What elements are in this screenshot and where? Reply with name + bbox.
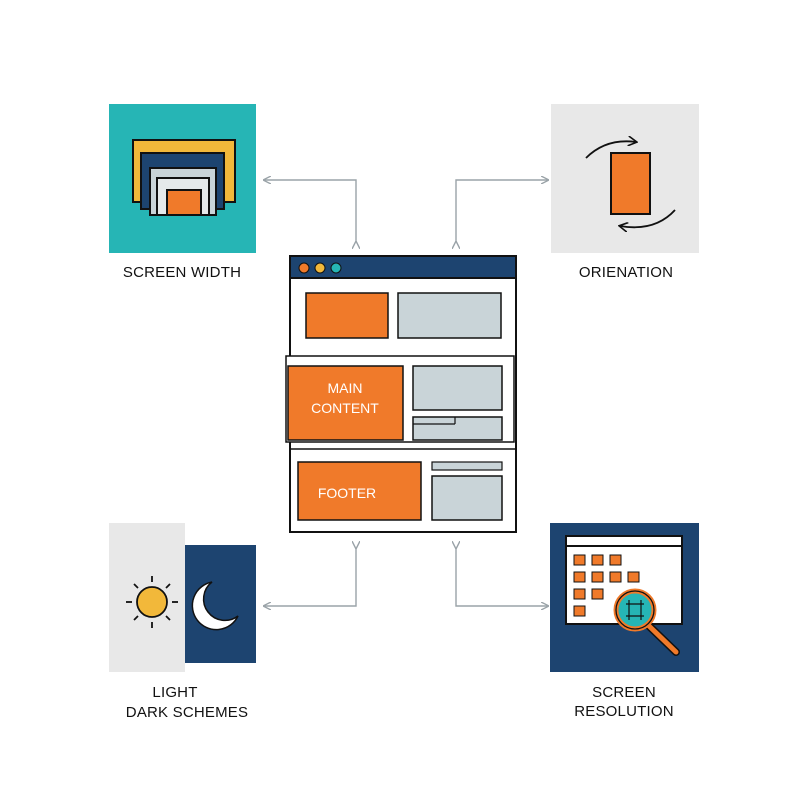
arrow-orientation bbox=[456, 180, 548, 242]
window-dot-teal bbox=[330, 262, 342, 274]
screen-resolution-label-line1: SCREEN bbox=[592, 684, 656, 701]
moon-icon bbox=[191, 581, 239, 631]
light-dark-icon bbox=[109, 523, 256, 672]
window-dot-yellow bbox=[314, 262, 326, 274]
main-content-label-line1: MAIN bbox=[328, 380, 363, 396]
sun-icon bbox=[126, 576, 178, 628]
footer-block bbox=[297, 461, 422, 521]
main-content-block bbox=[287, 365, 404, 441]
light-dark-label-line1: LIGHT bbox=[152, 684, 198, 701]
arrow-screen-resolution bbox=[456, 548, 548, 606]
main-gray-block bbox=[412, 365, 503, 411]
magnifier-icon bbox=[613, 588, 680, 656]
screen-resolution-icon bbox=[550, 523, 699, 672]
screen-width-icon bbox=[109, 104, 256, 253]
light-dark-label-line2: DARK SCHEMES bbox=[125, 704, 249, 721]
orientation-icon bbox=[551, 104, 699, 253]
window-dot-red bbox=[298, 262, 310, 274]
footer-gray-block bbox=[431, 475, 503, 521]
arrow-light-dark bbox=[264, 548, 356, 606]
footer-label: FOOTER bbox=[318, 485, 376, 501]
header-orange-block bbox=[305, 292, 389, 339]
screen-resolution-label-line2: RESOLUTION bbox=[574, 703, 674, 720]
screen-width-label: SCREEN WIDTH bbox=[122, 264, 242, 281]
orientation-label: ORIENATION bbox=[578, 264, 674, 281]
arrow-screen-width bbox=[264, 180, 356, 242]
browser-window: MAIN CONTENT FOOTER bbox=[285, 255, 517, 533]
main-content-label-line2: CONTENT bbox=[311, 400, 379, 416]
connector-arrows bbox=[264, 180, 548, 606]
header-gray-block bbox=[397, 292, 502, 339]
